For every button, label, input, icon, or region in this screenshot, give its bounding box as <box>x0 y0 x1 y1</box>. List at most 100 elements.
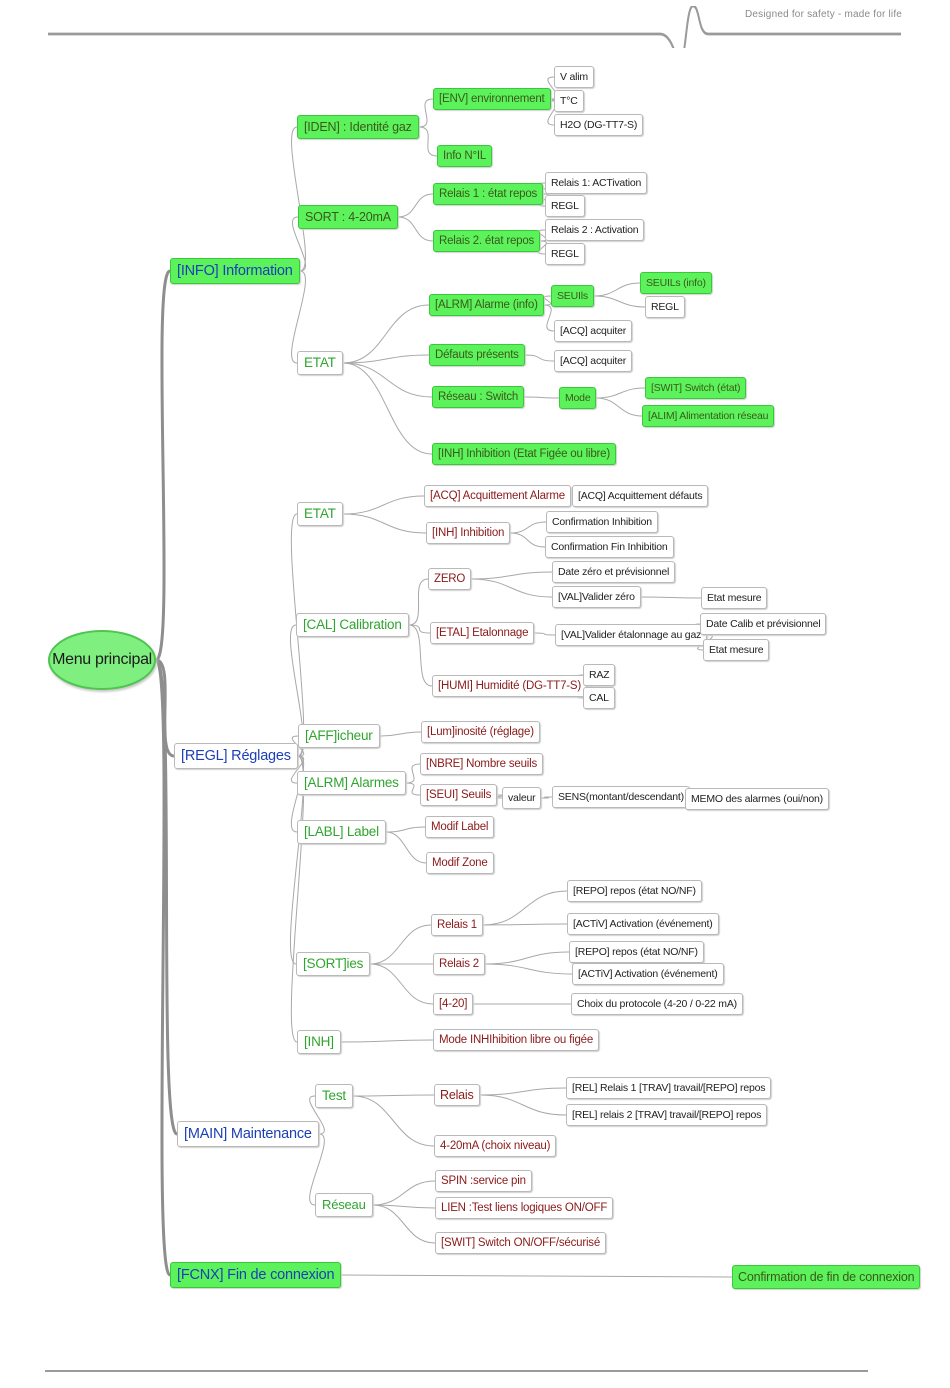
node-etat-mesure-2[interactable]: Etat mesure <box>703 639 770 661</box>
node-tc[interactable]: T°C <box>554 90 584 112</box>
node-relais[interactable]: Relais <box>434 1084 480 1106</box>
node-etal-etalonnage[interactable]: [ETAL] Etalonnage <box>430 622 535 644</box>
node-memo-alarmes[interactable]: MEMO des alarmes (oui/non) <box>685 788 829 810</box>
edge-cal-zero <box>408 578 429 626</box>
node-relais1-regl[interactable]: REGL <box>545 195 585 217</box>
node-sort-4-20[interactable]: SORT : 4-20mA <box>298 205 398 229</box>
node-val-valider-etalonnage[interactable]: [VAL]Valider étalonnage au gaz <box>555 624 708 646</box>
node-test[interactable]: Test <box>315 1084 353 1108</box>
node-main-maintenance[interactable]: [MAIN] Maintenance <box>177 1121 319 1147</box>
node-seuils-regl[interactable]: REGL <box>645 296 685 318</box>
node-alim-reseau[interactable]: [ALIM] Alimentation réseau <box>642 405 775 427</box>
node-iden[interactable]: [IDEN] : Identité gaz <box>297 115 419 139</box>
footer-line <box>45 1370 868 1372</box>
node-env[interactable]: [ENV] environnement <box>433 88 551 110</box>
node-raz[interactable]: RAZ <box>583 664 616 686</box>
node-cal-calibration[interactable]: [CAL] Calibration <box>296 613 409 637</box>
edge-fcnx-confirm <box>340 1274 733 1278</box>
edge-reseau2-lien <box>372 1204 436 1209</box>
edge-relais2-activ2 <box>484 963 573 975</box>
node-seuils-info[interactable]: SEUILs (info) <box>640 272 712 294</box>
node-relais2-etat[interactable]: Relais 2. état repos <box>433 230 541 252</box>
node-rel-relais2[interactable]: [REL] relais 2 [TRAV] travail/[REPO] rep… <box>566 1104 768 1126</box>
node-acq-acquittement-alarme[interactable]: [ACQ] Acquittement Alarme <box>424 485 571 507</box>
node-date-calib[interactable]: Date Calib et prévisionnel <box>700 613 827 635</box>
node-fcnx-fin-connexion[interactable]: [FCNX] Fin de connexion <box>170 1262 342 1288</box>
node-valeur[interactable]: valeur <box>502 787 542 809</box>
node-valim[interactable]: V alim <box>554 66 594 88</box>
node-acq-acquittement-defauts[interactable]: [ACQ] Acquittement défauts <box>572 485 709 507</box>
node-sens[interactable]: SENS(montant/descendant) <box>552 786 690 808</box>
node-modif-zone[interactable]: Modif Zone <box>426 852 494 874</box>
node-choix-protocole[interactable]: Choix du protocole (4-20 / 0-22 mA) <box>571 993 743 1015</box>
node-humi-humidite[interactable]: [HUMI] Humidité (DG-TT7-S) <box>432 675 588 697</box>
node-confirmation-inhibition[interactable]: Confirmation Inhibition <box>546 511 658 533</box>
node-etat-mesure-1[interactable]: Etat mesure <box>701 587 768 609</box>
node-sorties-relais2[interactable]: Relais 2 <box>433 953 485 975</box>
node-4-20ma-choix-niveau[interactable]: 4-20mA (choix niveau) <box>434 1135 557 1157</box>
node-zero[interactable]: ZERO <box>428 568 472 590</box>
root-node-menu-principal[interactable]: Menu principal <box>48 630 156 690</box>
node-labl-label[interactable]: [LABL] Label <box>297 820 386 844</box>
node-info[interactable]: [INFO] Information <box>170 258 300 284</box>
edge-etat1-inh1 <box>342 362 433 455</box>
node-alrm-alarmes[interactable]: [ALRM] Alarmes <box>297 771 406 795</box>
edge-main-reseau2 <box>309 1133 325 1206</box>
node-lum-luminosite[interactable]: [Lum]inosité (réglage) <box>421 721 540 743</box>
node-mode-inhibition[interactable]: Mode INHIhibition libre ou figée <box>433 1029 600 1051</box>
node-nbre-nombre-seuils[interactable]: [NBRE] Nombre seuils <box>420 753 544 775</box>
node-confirmation-fin-connexion[interactable]: Confirmation de fin de connexion <box>732 1265 921 1289</box>
node-h2o[interactable]: H2O (DG-TT7-S) <box>554 114 644 136</box>
node-activ-activation-2[interactable]: [ACTiV] Activation (événement) <box>572 963 724 985</box>
node-activ-activation-1[interactable]: [ACTiV] Activation (événement) <box>567 913 719 935</box>
node-swit-switch-onoff[interactable]: [SWIT] Switch ON/OFF/sécurisé <box>435 1232 607 1254</box>
node-reseau[interactable]: Réseau <box>315 1193 373 1217</box>
node-date-zero[interactable]: Date zéro et prévisionnel <box>552 561 676 583</box>
node-relais1-activation[interactable]: Relais 1: ACTivation <box>545 172 648 194</box>
edge-mode-swit <box>595 387 646 399</box>
node-rel-relais1[interactable]: [REL] Relais 1 [TRAV] travail/[REPO] rep… <box>566 1077 772 1099</box>
node-modif-label[interactable]: Modif Label <box>425 816 495 838</box>
node-repo-repos-1[interactable]: [REPO] repos (état NO/NF) <box>567 880 702 902</box>
node-val-valider-zero[interactable]: [VAL]Valider zéro <box>552 586 641 608</box>
node-reseau-switch[interactable]: Réseau : Switch <box>432 386 525 408</box>
node-swit-etat[interactable]: [SWIT] Switch (état) <box>645 377 747 399</box>
node-acq-acquiter-2[interactable]: [ACQ] acquiter <box>554 350 633 372</box>
node-sort-sorties[interactable]: [SORT]ies <box>296 952 371 976</box>
node-4-20[interactable]: [4-20] <box>433 993 474 1015</box>
node-inh[interactable]: [INH] <box>297 1030 341 1054</box>
node-seuils[interactable]: SEUIls <box>551 285 594 307</box>
node-defauts-presents[interactable]: Défauts présents <box>429 344 525 366</box>
node-regl-etat[interactable]: ETAT <box>297 502 343 526</box>
node-cal-humidite[interactable]: CAL <box>583 687 615 709</box>
edge-labl-modiflabel <box>385 826 426 833</box>
edge-regl-inh2 <box>290 755 305 1043</box>
node-sorties-relais1[interactable]: Relais 1 <box>431 914 483 936</box>
node-info-nil[interactable]: Info N°IL <box>437 145 493 167</box>
node-repo-repos-2[interactable]: [REPO] repos (état NO/NF) <box>569 941 704 963</box>
edge-cal-etal <box>408 624 431 634</box>
node-relais1-etat[interactable]: Relais 1 : état repos <box>433 183 544 205</box>
edge-seui-valeur <box>495 794 504 799</box>
node-mode[interactable]: Mode <box>559 387 597 409</box>
node-inh-inhibition-etat[interactable]: [INH] Inhibition (Etat Figée ou libre) <box>432 443 617 465</box>
node-lien-test-liens[interactable]: LIEN :Test liens logiques ON/OFF <box>435 1197 614 1219</box>
edge-root-fcnx <box>154 658 172 1277</box>
node-info-etat[interactable]: ETAT <box>297 351 343 375</box>
node-acq-acquiter-1[interactable]: [ACQ] acquiter <box>554 320 633 342</box>
node-seui-seuils[interactable]: [SEUI] Seuils <box>420 784 498 806</box>
edge-info-sort420 <box>291 216 307 272</box>
node-relais2-regl[interactable]: REGL <box>545 243 585 265</box>
edge-alrm-seuils <box>543 295 552 306</box>
edge-etal-valetal <box>533 632 556 636</box>
edge-seuils-seuilsregl <box>593 295 646 308</box>
node-relais2-activation[interactable]: Relais 2 : Activation <box>545 219 645 241</box>
node-regl[interactable]: [REGL] Réglages <box>174 743 298 769</box>
node-aff-afficheur[interactable]: [AFF]icheur <box>298 724 380 748</box>
edge-inh2-modeinh <box>340 1039 434 1043</box>
node-inh-inhibition[interactable]: [INH] Inhibition <box>426 522 511 544</box>
header-wave-line <box>48 6 901 48</box>
node-spin-service-pin[interactable]: SPIN :service pin <box>435 1170 532 1192</box>
node-confirmation-fin-inhibition[interactable]: Confirmation Fin Inhibition <box>545 536 674 558</box>
node-alrm-alarme[interactable]: [ALRM] Alarme (info) <box>429 294 544 316</box>
